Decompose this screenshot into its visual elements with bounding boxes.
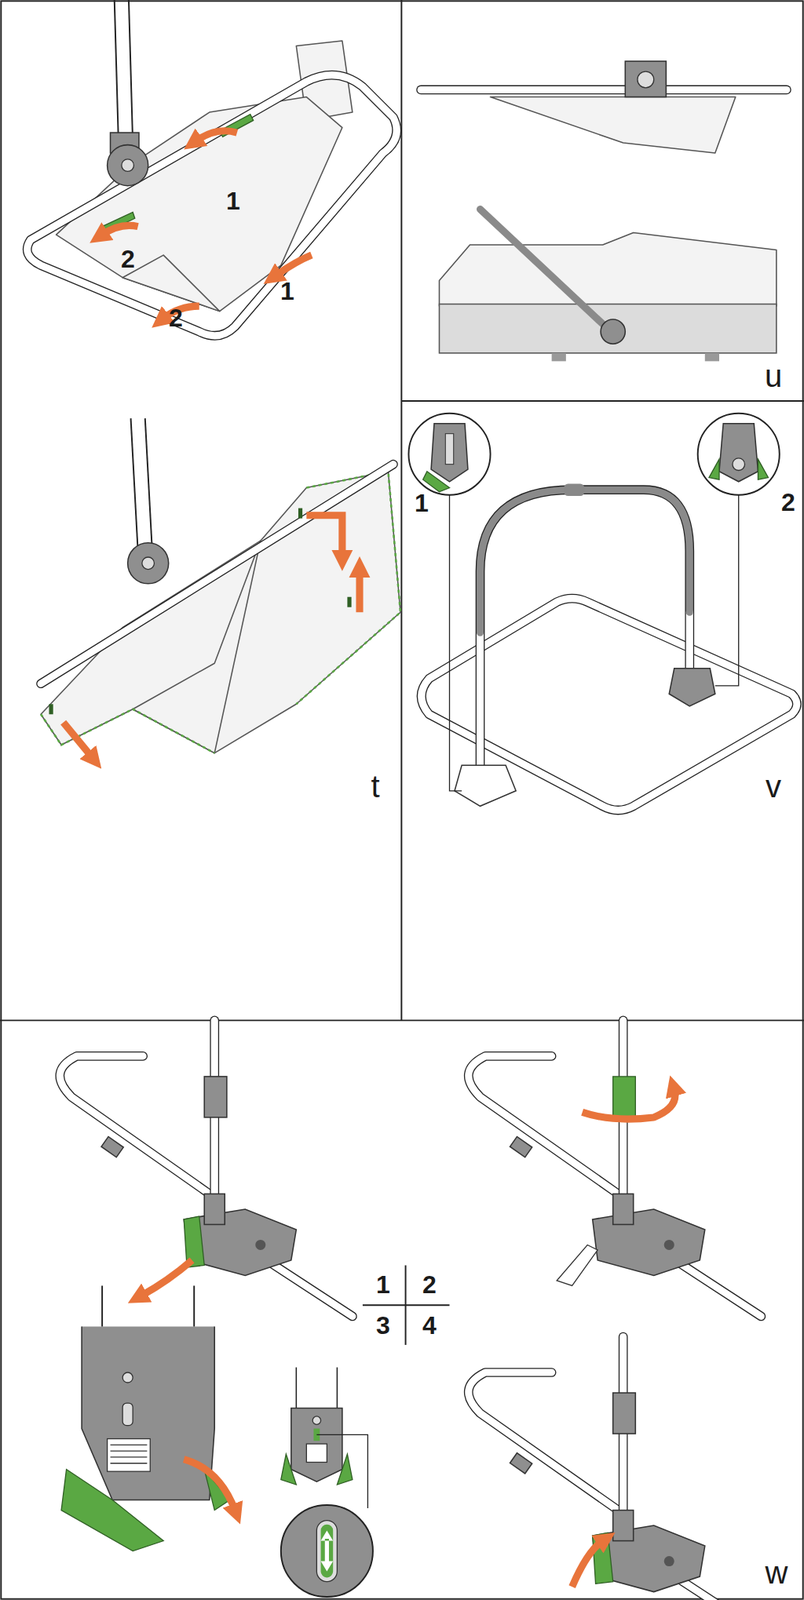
callout-number: 2 [120, 246, 136, 272]
step-number: 1 [376, 1272, 391, 1298]
panel-letter: t [370, 771, 380, 803]
panel-letter: v [765, 771, 782, 803]
carrycot-fabric-step [27, 0, 398, 337]
joint-steps [59, 1020, 761, 1600]
panel-letter: w [765, 1557, 789, 1590]
callout-number: 1 [280, 278, 295, 304]
step-number: 3 [376, 1313, 391, 1339]
callout-number: 1 [226, 188, 241, 214]
callout-number: 2 [168, 305, 183, 331]
step-number: 4 [422, 1313, 437, 1339]
carrycot-fold-view [420, 61, 787, 362]
carrycot-zip-step [40, 418, 401, 758]
callout-number: 2 [781, 489, 796, 516]
step-number: 2 [422, 1272, 437, 1298]
callout-number: 1 [414, 490, 429, 516]
panel-letter: u [764, 360, 783, 392]
frame-assembly [408, 413, 797, 812]
